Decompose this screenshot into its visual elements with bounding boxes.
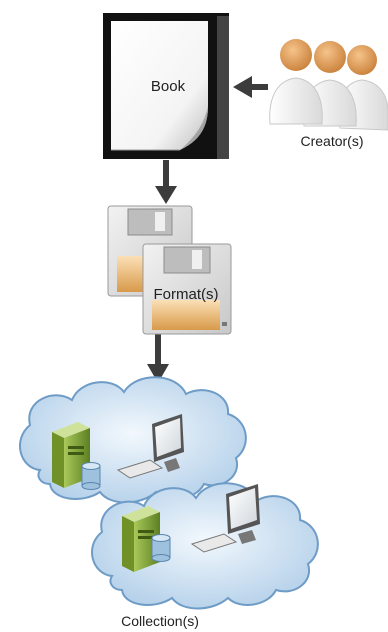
book-label: Book xyxy=(151,78,186,95)
database-icon-2 xyxy=(151,534,171,562)
arrow-book-to-formats xyxy=(155,160,177,204)
floppy-disk-icon xyxy=(107,205,232,335)
cloud-network-icon xyxy=(19,376,319,610)
collections-label: Collection(s) xyxy=(121,613,199,629)
arrow-creators-to-book xyxy=(233,76,268,98)
database-icon xyxy=(81,462,101,490)
keyboard-icon-2 xyxy=(190,533,238,553)
cloud-front xyxy=(91,482,319,610)
floppy-disk-front-icon xyxy=(142,243,232,335)
book-icon xyxy=(103,13,229,159)
monitor-icon-2 xyxy=(226,484,260,544)
keyboard-icon xyxy=(116,459,164,479)
creators-label: Creator(s) xyxy=(300,133,363,149)
creators-node: Creator(s) xyxy=(269,39,388,149)
people-icon xyxy=(269,39,388,131)
formats-label: Format(s) xyxy=(154,286,219,303)
cloud-back xyxy=(19,376,247,504)
book-node: Book xyxy=(103,13,229,159)
monitor-icon xyxy=(152,414,184,472)
collections-node: Collection(s) xyxy=(19,376,319,629)
formats-node: Format(s) xyxy=(107,205,232,335)
arrow-formats-to-collections xyxy=(147,331,169,383)
